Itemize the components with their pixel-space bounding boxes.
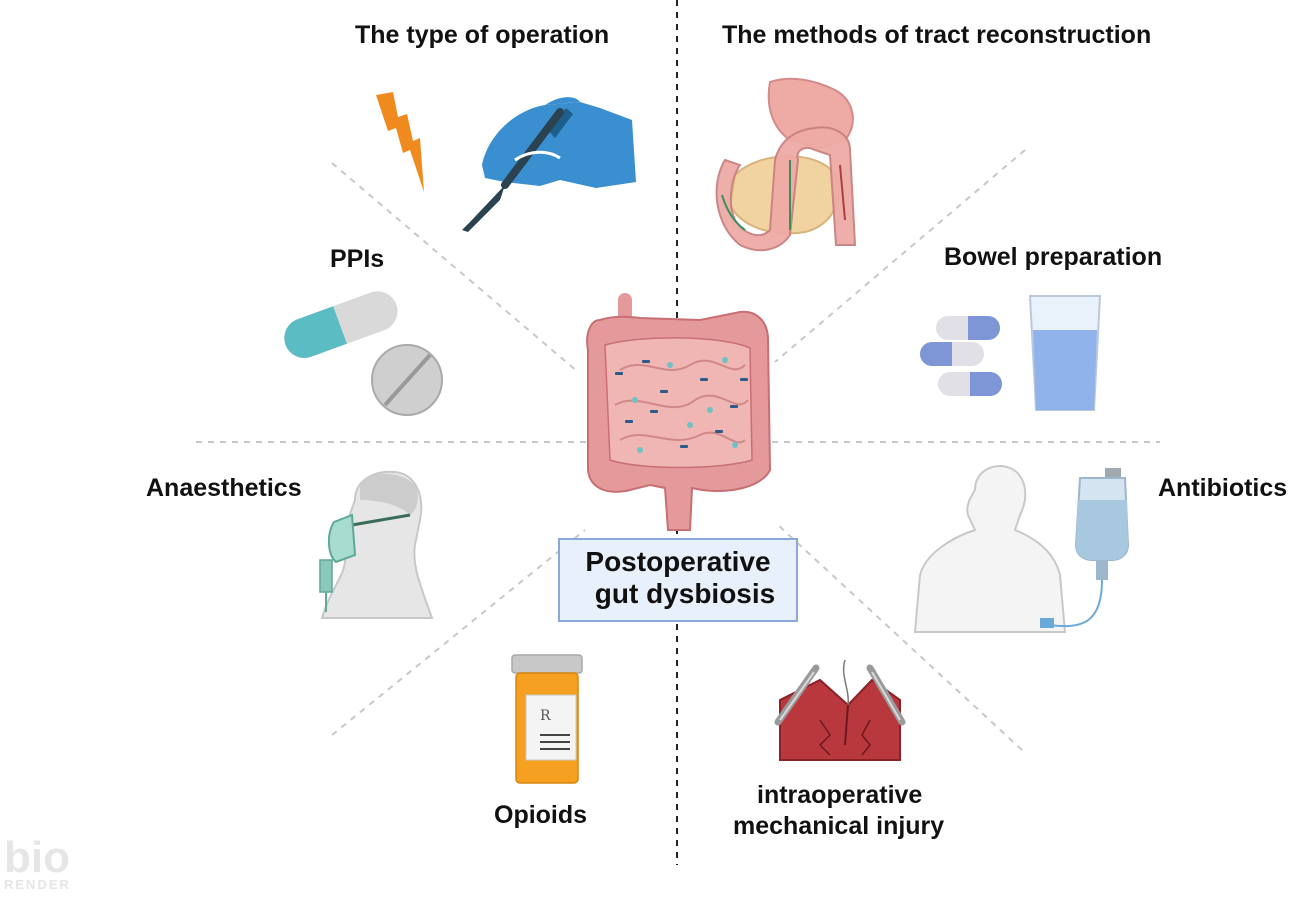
intestine-icon	[586, 293, 772, 531]
label-mechanical-injury-line2: mechanical injury	[733, 812, 945, 840]
label-tract-reconstruction: The methods of tract reconstruction	[722, 21, 1152, 49]
label-antibiotics: Antibiotics	[1158, 474, 1288, 502]
diagonal-divider-ul	[331, 162, 579, 373]
antibiotics-iv-icon	[913, 465, 1130, 633]
center-title-line2: gut dysbiosis	[594, 578, 776, 609]
pill-bottle-icon: R	[511, 654, 583, 784]
biorender-watermark: bio RENDER	[4, 836, 71, 892]
label-anaesthetics: Anaesthetics	[146, 474, 302, 502]
watermark-sub: RENDER	[4, 877, 71, 892]
bowel-prep-icon	[920, 295, 1102, 411]
anaesthesia-mask-icon	[319, 470, 434, 619]
label-ppis: PPIs	[330, 245, 385, 273]
label-opioids: Opioids	[494, 801, 588, 829]
label-operation-type: The type of operation	[355, 21, 610, 49]
lightning-icon	[376, 92, 424, 192]
diagonal-divider-lr	[777, 524, 1023, 751]
tract-reconstruction-icon	[715, 77, 857, 252]
watermark-main: bio	[4, 833, 70, 882]
center-title-line1: Postoperative	[585, 546, 771, 577]
label-bowel-preparation: Bowel preparation	[944, 243, 1163, 271]
mechanical-injury-icon	[774, 659, 906, 761]
label-mechanical-injury-line1: intraoperative	[757, 781, 923, 809]
rx-mark: R	[540, 708, 551, 724]
gloved-hand-scalpel-icon	[462, 97, 636, 232]
center-outcome-box: Postoperative gut dysbiosis	[558, 538, 798, 622]
ppi-pills-icon	[284, 291, 443, 416]
